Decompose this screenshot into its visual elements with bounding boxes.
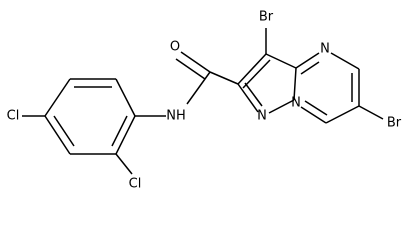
amide-nh-label: NH (166, 109, 186, 124)
bromine-label-right: Br (387, 116, 402, 131)
bond-lines (22, 28, 384, 175)
bromine-label-top: Br (259, 10, 274, 25)
ring-nitrogen-label-bridge: N (291, 96, 301, 111)
atom-labels: O NH Br Br N N N Cl Cl (7, 10, 402, 191)
ring-nitrogen-label-left: N (257, 109, 267, 124)
oxygen-label: O (170, 40, 180, 55)
chlorine-label-left: Cl (7, 109, 20, 124)
structure-diagram: O NH Br Br N N N Cl Cl (7, 10, 402, 191)
ring-nitrogen-label-top: N (320, 42, 330, 57)
chlorine-label-bottom: Cl (129, 177, 142, 191)
